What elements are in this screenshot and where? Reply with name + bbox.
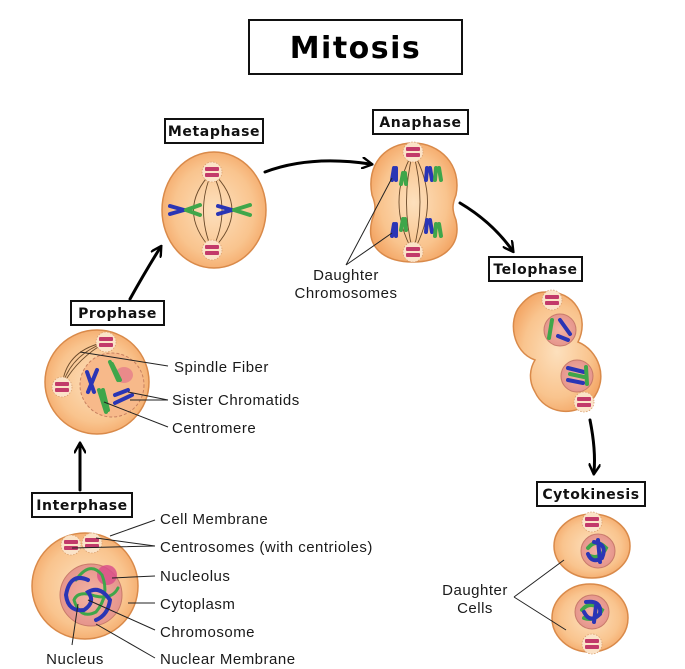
stage-telophase: Telophase: [488, 256, 602, 413]
daughter-chromosomes-leader: [345, 177, 393, 266]
nucleolus: [97, 565, 117, 585]
centrosome-icon: [573, 391, 595, 413]
chromosome-leader: [87, 599, 156, 631]
centrosome-icon: [60, 534, 82, 556]
arrow-metaphase-to-anaphase: [263, 161, 370, 174]
centrosome-icon: [81, 532, 103, 554]
telophase-label: Telophase: [493, 262, 577, 278]
anaphase-label: Anaphase: [379, 115, 461, 131]
nuclear-membrane-leader: [95, 623, 156, 659]
chromosome-tangle: [586, 538, 606, 564]
cell-membrane-leader: [109, 519, 156, 537]
nucleolus-leader: [111, 575, 156, 579]
centrosome-icon: [95, 331, 117, 353]
nucleolus-label: Nucleolus: [160, 568, 230, 585]
stage-prophase: Prophase: [44, 300, 165, 435]
nucleus-label: Nucleus: [46, 651, 104, 668]
chromosome-label: Chromosome: [160, 624, 255, 641]
daughter-cells-label-line1: Daughter: [442, 582, 508, 599]
centrosome-icon: [541, 289, 563, 311]
daughter-chromosomes-label-line2: Chromosomes: [294, 285, 397, 302]
anaphase-spindle: [398, 151, 428, 253]
cytoplasm-label: Cytoplasm: [160, 596, 235, 613]
title-frame: [248, 19, 463, 75]
prophase-label: Prophase: [78, 306, 157, 322]
chromosome-tangle: [586, 541, 609, 559]
centrosome-icon: [51, 376, 73, 398]
telophase-label-box: [488, 256, 583, 282]
centrosome-icon: [581, 511, 603, 533]
stage-interphase: Interphase: [31, 492, 139, 640]
arrow-prophase-to-metaphase: [128, 248, 160, 301]
spindle-fiber-leader: [79, 351, 169, 367]
stage-anaphase: Anaphase: [369, 109, 469, 263]
interphase-label-box: [31, 492, 133, 518]
arrow-telophase-to-cytokinesis: [590, 418, 595, 472]
cytokinesis-label: Cytokinesis: [542, 487, 639, 503]
daughter-cells-label-line2: Cells: [457, 600, 493, 617]
centromere-label: Centromere: [172, 420, 256, 437]
daughter-cells-leader: [513, 559, 567, 631]
metaphase-cell: [161, 151, 267, 269]
daughter-chromosomes-label-line1: Daughter: [313, 267, 379, 284]
prophase-label-box: [70, 300, 165, 326]
spindle-fiber-label: Spindle Fiber: [174, 359, 269, 376]
centromere-leader: [103, 401, 169, 428]
title: Mitosis: [290, 31, 422, 66]
daughter-chromosomes: [390, 166, 443, 238]
daughter-cell-bottom-nucleus: [574, 594, 610, 630]
centrosome-icon: [201, 161, 223, 183]
sister-chromatids-label: Sister Chromatids: [172, 392, 300, 409]
centrosomes-leader: [71, 537, 156, 549]
centrosome-icon: [402, 241, 424, 263]
nucleus-leader: [71, 603, 79, 646]
centrosomes-label: Centrosomes (with centrioles): [160, 539, 373, 556]
sister-chromatids-leader: [127, 391, 169, 401]
anaphase-label-box: [372, 109, 469, 135]
cytokinesis-label-box: [536, 481, 646, 507]
telophase-chromosomes: [547, 318, 589, 386]
centrosome-icon: [581, 633, 603, 655]
nuclear-membrane-label: Nuclear Membrane: [160, 651, 296, 668]
centrosome-icon: [402, 141, 424, 163]
interphase-label: Interphase: [36, 498, 128, 514]
centrosome-icon: [201, 239, 223, 261]
metaphase-chromosomes: [168, 203, 252, 217]
sister-chromatids: [85, 360, 134, 414]
cell-membrane-label: Cell Membrane: [160, 511, 268, 528]
stage-cytokinesis: Cytokinesis: [536, 481, 646, 655]
stage-metaphase: Metaphase: [161, 118, 267, 269]
chromosome-tangle: [582, 599, 603, 624]
metaphase-label: Metaphase: [168, 124, 260, 140]
arrow-anaphase-to-telophase: [458, 201, 512, 250]
title-box: Mitosis: [248, 19, 463, 75]
metaphase-label-box: [164, 118, 264, 144]
